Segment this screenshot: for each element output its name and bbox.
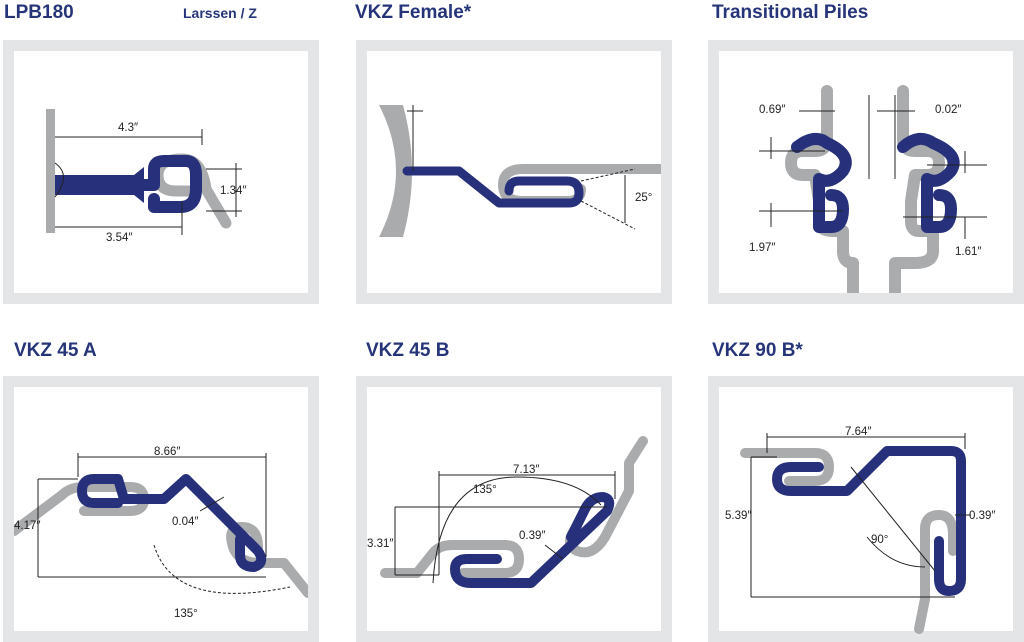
vkz-45-a-label-width: 8.66″ [154, 446, 180, 458]
transitional-label-gap-left: 0.69″ [759, 104, 785, 116]
panel-vkz-90-b: 7.64″ 5.39″ 0.39″ 90° [708, 376, 1024, 642]
lpb180-label-width-bottom: 3.54″ [106, 232, 132, 244]
lpb180-weld [54, 162, 64, 198]
vkz-female-diagram: 25° [379, 105, 661, 237]
vkz-90-b-blue-pile [772, 446, 966, 596]
vkz-90-b-diagram: 7.64″ 5.39″ 0.39″ 90° [725, 426, 995, 634]
vkz-45-b-label-width: 7.13″ [513, 464, 539, 476]
vkz-90-b-label-height: 5.39″ [725, 510, 751, 522]
lpb180-blue-stem [55, 167, 144, 203]
transitional-piles-diagram: 0.69″ 0.02″ 1.97″ 1.61″ [749, 85, 987, 293]
panel-title-transitional-piles: Transitional Piles [712, 2, 869, 23]
panel-transitional-piles: 0.69″ 0.02″ 1.97″ 1.61″ [708, 40, 1024, 304]
lpb180-dimension-lines [55, 129, 242, 235]
vkz-female-blue-pile [402, 166, 584, 208]
panel-title-vkz-90-b: VKZ 90 B* [712, 340, 803, 361]
lpb180-diagram: 4.3″ 3.54″ 1.34″ [46, 109, 246, 244]
vkz-45-a-diagram: 8.66″ 4.17″ 0.04″ 135° [14, 446, 308, 620]
panel-title-vkz-45-b: VKZ 45 B [366, 340, 450, 361]
panel-title-lpb180: LPB180 [4, 2, 74, 23]
transitional-right-blue-piece [897, 132, 960, 233]
vkz-90-b-gray-top [740, 448, 834, 486]
panel-vkz-45-b: 7.13″ 3.31″ 0.39″ 135° [356, 376, 672, 642]
transitional-label-gap-right: 0.02″ [935, 104, 961, 116]
vkz-female-dimension-lines [407, 105, 636, 230]
transitional-dimension-lines [759, 95, 987, 239]
vkz-90-b-label-angle: 90° [871, 534, 888, 546]
panel-subtitle-larssen-z: Larssen / Z [183, 5, 257, 21]
panel-vkz-45-a: 8.66″ 4.17″ 0.04″ 135° [3, 376, 319, 642]
vkz-45-b-diagram: 7.13″ 3.31″ 0.39″ 135° [367, 436, 648, 588]
vkz-45-a-dimension-lines [37, 453, 291, 594]
vkz-90-b-gray-right [914, 510, 958, 634]
vkz-45-b-label-angle: 135° [473, 484, 497, 496]
panel-title-vkz-female: VKZ Female* [355, 2, 472, 23]
vkz-45-a-label-angle: 135° [174, 608, 198, 620]
vkz-female-gray-wall [379, 105, 412, 237]
lpb180-gray-wall [46, 109, 55, 233]
vkz-45-a-label-height: 4.17″ [14, 520, 40, 532]
panel-lpb180: 4.3″ 3.54″ 1.34″ [3, 40, 319, 304]
transitional-left-blue-piece [791, 132, 852, 233]
vkz-90-b-dimension-lines [750, 433, 971, 598]
transitional-label-height-left: 1.97″ [749, 242, 775, 254]
vkz-45-b-blue-pile [450, 492, 615, 588]
vkz-45-a-gray-left [14, 482, 149, 536]
transitional-label-height-right: 1.61″ [955, 246, 981, 258]
vkz-90-b-label-width: 7.64″ [845, 426, 871, 438]
vkz-45-b-label-thickness: 0.39″ [519, 530, 545, 542]
vkz-45-b-label-height: 3.31″ [367, 538, 393, 550]
vkz-90-b-label-thickness: 0.39″ [969, 510, 995, 522]
panel-title-vkz-45-a: VKZ 45 A [14, 340, 97, 361]
lpb180-blue-claw [138, 155, 202, 213]
vkz-45-a-blue-pile [77, 474, 267, 572]
lpb180-label-height: 1.34″ [220, 185, 246, 197]
panel-vkz-female: 25° [356, 40, 672, 304]
lpb180-label-width-top: 4.3″ [118, 122, 138, 134]
vkz-female-label-angle: 25° [635, 192, 652, 204]
vkz-45-b-dimension-lines [394, 471, 616, 584]
vkz-45-a-label-thickness: 0.04″ [172, 516, 198, 528]
